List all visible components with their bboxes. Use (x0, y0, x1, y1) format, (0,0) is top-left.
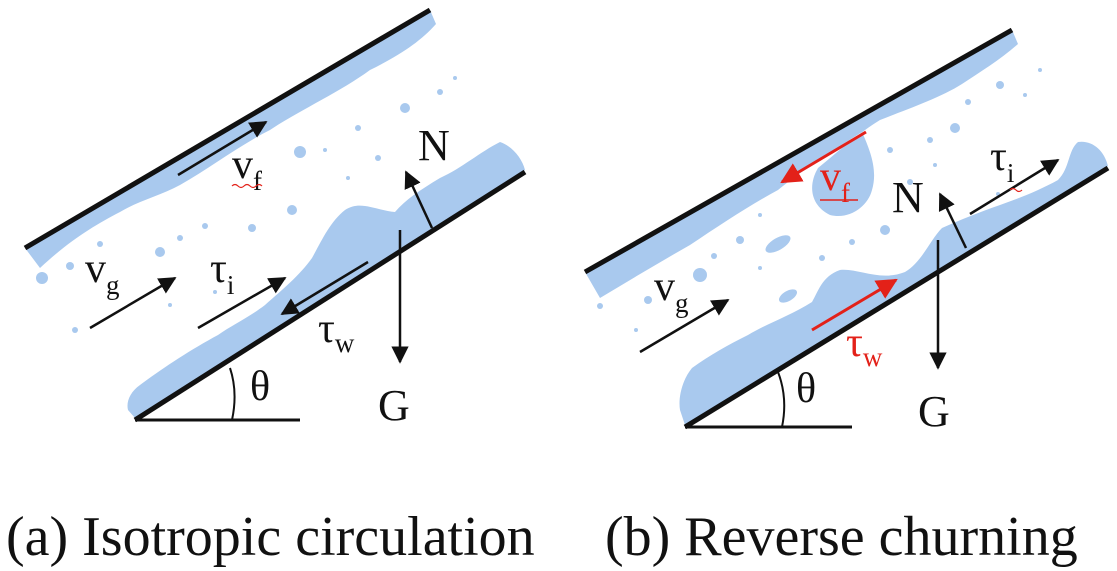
tauw-arrow-a (280, 260, 369, 316)
lower-wall-a (133, 169, 527, 423)
gravity-label-b: G (918, 387, 950, 436)
normal-label-a: N (418, 121, 450, 170)
angle-arc-a (229, 367, 236, 421)
angle-label-a: θ (250, 364, 270, 410)
vg-label-b: vg (654, 264, 689, 318)
taui-arrow-b (969, 158, 1060, 216)
vg-arrow-b (639, 298, 730, 354)
droplets-b (597, 68, 1042, 332)
angle-label-b: θ (796, 366, 816, 412)
upper-wall-b (583, 27, 1014, 275)
liquid-blob-b2 (778, 289, 798, 303)
vf-arrow-a (177, 120, 268, 177)
vg-label-a: vg (85, 246, 120, 300)
vf-spellcheck-underline-a (231, 183, 263, 189)
panel-b: vf vg τi τw N G θ (583, 27, 1110, 436)
liquid-film-upper-a (25, 10, 436, 268)
angle-arc-b (777, 371, 786, 428)
vg-arrow-a (89, 276, 177, 330)
normal-arrow-b (938, 192, 968, 249)
liquid-film-lower-a (127, 142, 525, 418)
gravity-label-a: G (378, 381, 410, 430)
liquid-blob-b (765, 235, 791, 253)
caption-b: (b) Reverse churning (605, 506, 1078, 568)
vf-arrow-b (780, 130, 867, 184)
vf-label-b: vf (820, 154, 850, 208)
tauw-label-b: τw (846, 320, 883, 372)
vf-label-a: vf (232, 142, 262, 196)
normal-label-b: N (892, 173, 924, 222)
caption-a: (a) Isotropic circulation (6, 506, 535, 568)
tauw-label-a: τw (318, 306, 355, 358)
droplets-a (36, 76, 457, 333)
upper-wall-a (23, 7, 432, 251)
tauw-arrow-b (811, 278, 898, 332)
panel-a: vf vg τi τw N G θ (23, 7, 527, 430)
taui-arrow-a (197, 276, 287, 330)
taui-spellcheck-underline-b (1009, 187, 1023, 193)
taui-label-a: τi (210, 246, 234, 300)
normal-arrow-a (404, 170, 434, 229)
taui-label-b: τi (990, 134, 1014, 188)
